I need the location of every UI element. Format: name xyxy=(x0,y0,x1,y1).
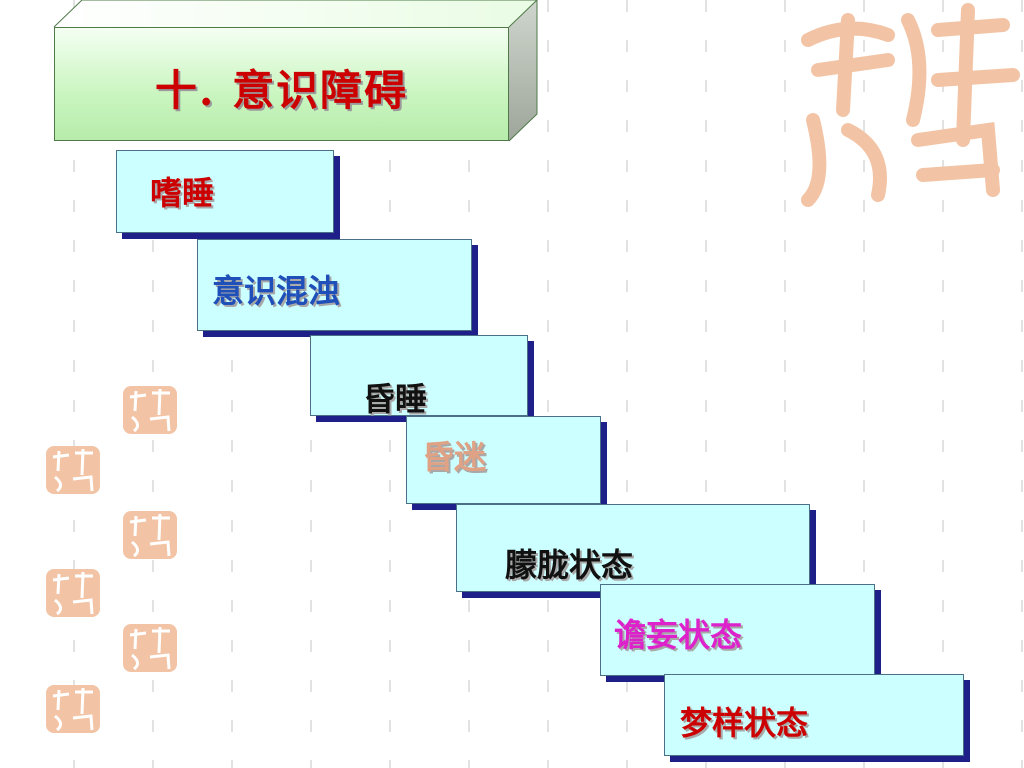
step-label-drowsiness: 嗜睡 xyxy=(150,174,215,212)
title-box-edges xyxy=(53,0,538,142)
step-label-coma: 昏迷 xyxy=(422,438,487,476)
small-seal-icon xyxy=(123,386,177,434)
step-box-coma xyxy=(406,416,601,504)
step-box-delirium xyxy=(600,584,875,676)
small-seal-icon xyxy=(46,685,100,733)
auspicious-seal-icon xyxy=(801,3,1020,207)
small-seal-icon xyxy=(123,511,177,559)
title-box-front xyxy=(54,27,509,141)
step-box-lethargy xyxy=(310,335,528,416)
step-label-delirium: 谵妄状态 xyxy=(614,616,743,654)
small-seal-icon xyxy=(46,446,100,494)
step-box-oneiroid xyxy=(664,674,964,756)
title-box-side-face xyxy=(509,0,537,141)
step-box-drowsiness xyxy=(116,150,334,233)
step-label-clouding: 意识混浊 xyxy=(212,272,341,310)
page-title: 十. 意识障碍 xyxy=(154,66,409,115)
step-box-clouding xyxy=(197,239,472,331)
small-seal-icon xyxy=(123,624,177,672)
step-label-oneiroid: 梦样状态 xyxy=(680,704,809,742)
title-box-top-face xyxy=(54,0,537,27)
small-seal-icon xyxy=(46,569,100,617)
step-label-lethargy: 昏睡 xyxy=(363,380,428,418)
step-label-twilight: 朦胧状态 xyxy=(505,546,634,584)
